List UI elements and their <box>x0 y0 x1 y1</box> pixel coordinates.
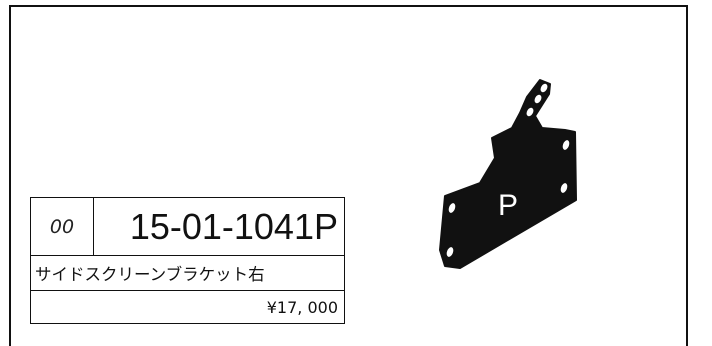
bracket-part-illustration: P <box>439 79 577 269</box>
variant-code: 00 <box>31 198 94 255</box>
bracket-hole-1 <box>540 83 548 93</box>
bracket-hole-3 <box>526 107 534 117</box>
bracket-hole-2 <box>534 94 542 104</box>
part-price-row: ¥17, 000 <box>31 291 344 323</box>
bracket-hole-4 <box>562 140 570 150</box>
bracket-hole-6 <box>448 203 456 213</box>
drawing-frame <box>9 5 688 346</box>
part-number: 15-01-1041P <box>129 205 338 247</box>
bracket-body <box>439 79 577 269</box>
bracket-stamp-letter: P <box>498 189 518 222</box>
bracket-hole-7 <box>446 247 454 257</box>
bracket-hole-5 <box>560 183 568 193</box>
part-price: ¥17, 000 <box>266 297 338 317</box>
part-header-row: 00 15-01-1041P <box>31 198 344 256</box>
part-name-row: サイドスクリーンブラケット右 <box>31 256 344 291</box>
part-name: サイドスクリーンブラケット右 <box>35 265 265 284</box>
part-label-table: 00 15-01-1041P サイドスクリーンブラケット右 ¥17, 000 <box>30 197 345 324</box>
